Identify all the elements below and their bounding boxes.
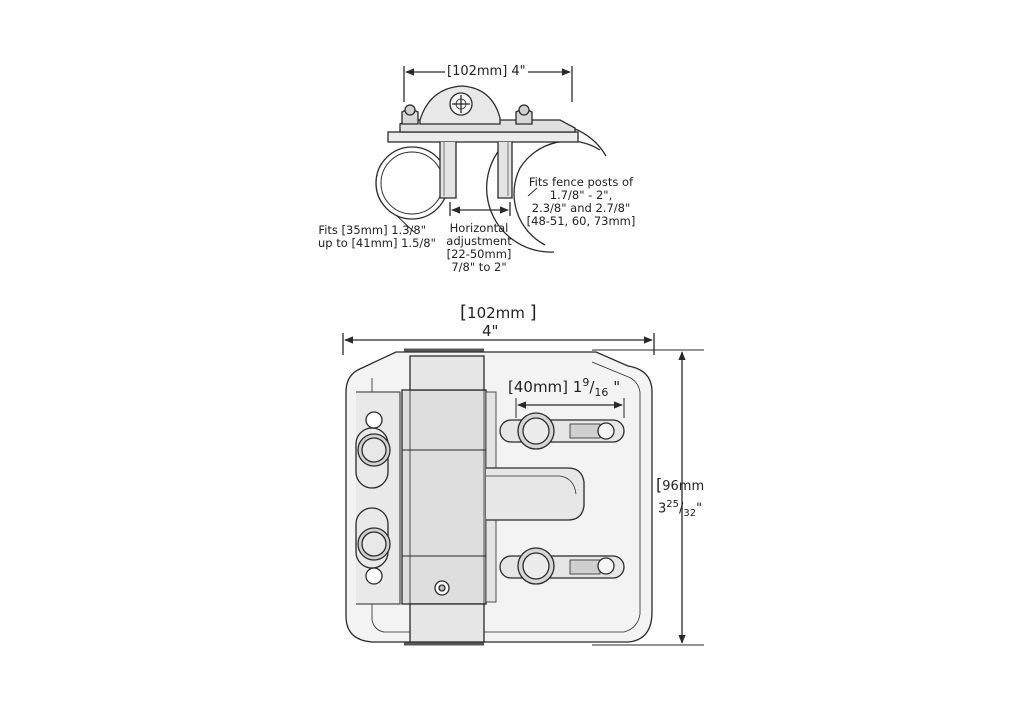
left-screws	[355, 411, 391, 585]
left-post-note-line-1: Fits [35mm] 1.3/8"	[318, 223, 426, 237]
horizontal-note-line-4: 7/8" to 2"	[451, 260, 507, 274]
slot-dim-quote: "	[613, 378, 621, 396]
slot-dimension: [40mm] 19/16 "	[508, 376, 621, 399]
height-bracket: [	[656, 475, 663, 494]
front-view	[342, 333, 704, 646]
front-width-in: 4"	[482, 322, 499, 340]
height-dim-whole: 3	[658, 501, 667, 517]
horizontal-note-line-1: Horizontal	[449, 221, 509, 235]
height-dim-mm: 96mm	[662, 479, 705, 494]
slot-dim-num: 9	[582, 376, 590, 389]
height-dim-in-line: 325/32"	[658, 499, 703, 519]
bracket-close: ]	[529, 302, 537, 323]
slot-dim-den: 16	[594, 386, 609, 399]
right-post-note-line-3: 2.3/8" and 2.7/8"	[531, 201, 631, 215]
horizontal-note-line-2: adjustment	[446, 234, 512, 248]
barrel	[401, 389, 487, 605]
bracket-open: [	[460, 302, 468, 323]
height-dim-quote: "	[696, 501, 703, 517]
slot-dim-mm: [40mm]	[508, 378, 569, 396]
horizontal-note-line-3: [22-50mm]	[446, 247, 512, 261]
top-width-dimension: [102mm] 4"	[447, 64, 526, 79]
height-dim-mm-line: [96mm	[656, 476, 704, 496]
right-post-note-line-1: Fits fence posts of	[528, 175, 634, 189]
right-post-note: Fits fence posts of 1.7/8" - 2", 2.3/8" …	[524, 176, 638, 228]
top-view	[375, 66, 607, 253]
height-dimension: [96mm 325/32"	[656, 476, 704, 523]
right-post-note-line-4: [48-51, 60, 73mm]	[526, 214, 636, 228]
slot-dim-whole: 1	[572, 378, 583, 396]
tongue	[486, 467, 585, 521]
front-width-mm-value: 102mm	[467, 304, 525, 322]
front-width-mm: [102mm ]	[460, 302, 537, 323]
right-post	[486, 123, 607, 253]
horizontal-adjustment-note: Horizontal adjustment [22-50mm] 7/8" to …	[434, 222, 524, 274]
right-post-note-line-2: 1.7/8" - 2",	[549, 188, 613, 202]
left-post-note-line-2: up to [41mm] 1.5/8"	[318, 236, 436, 250]
left-post-note: Fits [35mm] 1.3/8" up to [41mm] 1.5/8"	[318, 223, 436, 250]
height-dim-den: 32	[683, 507, 697, 519]
right-screws	[499, 412, 625, 585]
height-dim-num: 25	[666, 499, 680, 510]
